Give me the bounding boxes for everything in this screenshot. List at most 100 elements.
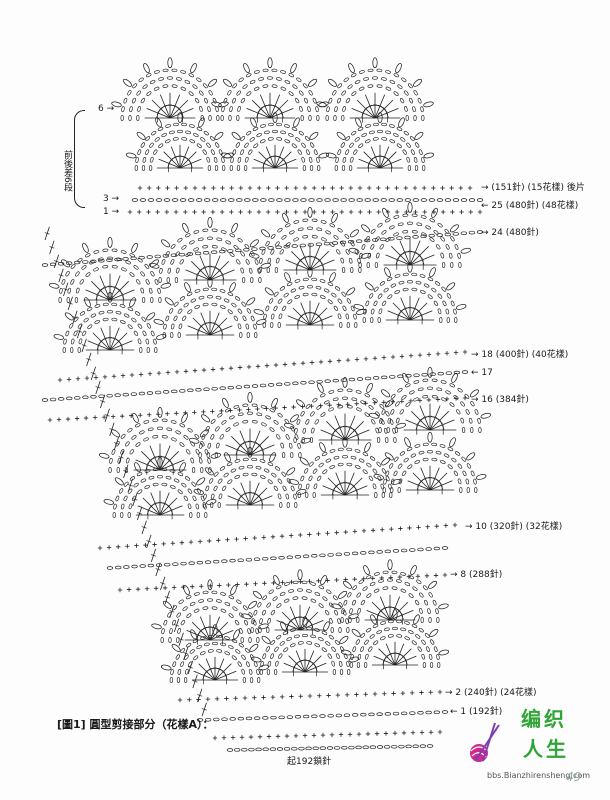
shell-motif <box>307 266 313 278</box>
shell-motif <box>114 477 124 486</box>
shell-motif <box>374 572 380 576</box>
shell-motif <box>144 263 150 269</box>
shell-motif <box>342 377 348 388</box>
sc-row <box>252 695 257 700</box>
shell-motif <box>261 422 267 427</box>
shell-motif <box>284 582 290 586</box>
sc-row <box>219 408 224 414</box>
shell-motif <box>169 677 173 683</box>
shell-motif <box>206 156 210 163</box>
shell-motif <box>373 286 379 292</box>
chain-row <box>245 557 253 562</box>
shell-motif <box>328 390 335 394</box>
shell-motif <box>253 609 258 616</box>
shell-motif <box>428 592 433 598</box>
shell-motif <box>414 165 419 171</box>
shell-motif <box>337 462 344 467</box>
shell-motif <box>128 115 132 121</box>
shell-motif <box>183 302 189 308</box>
shell-motif <box>284 272 291 283</box>
sc-row <box>65 416 71 422</box>
shell-motif <box>189 240 195 245</box>
sc-row <box>224 696 229 701</box>
shell-motif <box>61 259 71 268</box>
shell-motif <box>107 256 113 260</box>
shell-motif <box>162 84 169 88</box>
shell-motif <box>350 654 354 660</box>
chain-row <box>131 564 138 569</box>
shell-motif <box>348 63 355 74</box>
chain-row <box>229 717 236 721</box>
shell-motif <box>133 265 139 270</box>
sc-row <box>219 209 225 215</box>
chain-row <box>259 383 267 388</box>
shell-motif <box>370 308 375 315</box>
shell-motif <box>306 641 313 645</box>
shell-motif <box>379 417 383 424</box>
shell-motif <box>58 297 62 303</box>
chain-row <box>254 716 261 720</box>
shell-motif <box>135 157 139 163</box>
sc-row <box>190 584 195 589</box>
shell-motif <box>267 479 273 485</box>
shell-motif <box>329 618 333 624</box>
shell-motif <box>199 442 203 449</box>
shell-motif <box>259 257 263 264</box>
shell-motif <box>235 296 241 301</box>
shell-motif <box>294 502 298 508</box>
shell-motif <box>319 279 326 283</box>
sc-row <box>183 209 188 215</box>
shell-motif <box>409 390 415 395</box>
shell-motif <box>93 250 100 254</box>
shell-motif <box>420 106 424 113</box>
chain-row <box>245 716 253 721</box>
row-label-25: ← 25 (480針) (48花樣) <box>481 201 579 211</box>
chain-row <box>404 235 411 240</box>
shell-motif <box>189 512 193 518</box>
shell-motif <box>421 115 425 121</box>
edge-stitch <box>67 302 73 305</box>
shell-motif <box>252 590 262 599</box>
shell-motif <box>470 427 474 433</box>
shell-motif <box>207 236 213 240</box>
shell-motif <box>441 286 447 292</box>
shell-motif <box>188 437 200 444</box>
chain-row <box>253 557 261 561</box>
chain-row <box>460 198 468 202</box>
shell-motif <box>332 397 339 402</box>
shell-motif <box>246 332 250 338</box>
sc-row <box>238 209 243 215</box>
shell-motif <box>377 475 382 482</box>
shell-motif <box>297 442 301 449</box>
shell-motif <box>247 465 253 469</box>
shell-motif <box>347 84 353 89</box>
shell-motif <box>280 426 285 432</box>
shell-motif <box>66 297 70 303</box>
shell-motif <box>249 137 255 142</box>
shell-motif <box>273 305 278 312</box>
shell-motif <box>327 282 334 287</box>
shell-motif <box>277 493 282 500</box>
shell-motif <box>372 623 379 628</box>
shell-motif <box>215 295 222 300</box>
foundation-chain <box>405 744 412 749</box>
shell-motif <box>280 86 287 91</box>
shell-motif <box>412 586 418 591</box>
shell-motif <box>360 400 366 405</box>
sc-row <box>188 539 194 545</box>
shell-motif <box>158 297 162 303</box>
sc-row <box>361 528 367 534</box>
chain-row <box>319 714 326 718</box>
edge-stitch <box>53 260 59 263</box>
sc-row <box>102 374 108 380</box>
chain-row <box>220 198 227 202</box>
chain-row <box>276 382 283 387</box>
shell-motif <box>152 467 159 472</box>
shell-motif <box>170 243 176 249</box>
chain-row <box>114 393 121 397</box>
shell-motif <box>424 599 429 606</box>
chain-row <box>164 562 171 567</box>
shell-motif <box>157 426 163 430</box>
shell-motif <box>70 347 74 353</box>
shell-motif <box>376 630 382 635</box>
